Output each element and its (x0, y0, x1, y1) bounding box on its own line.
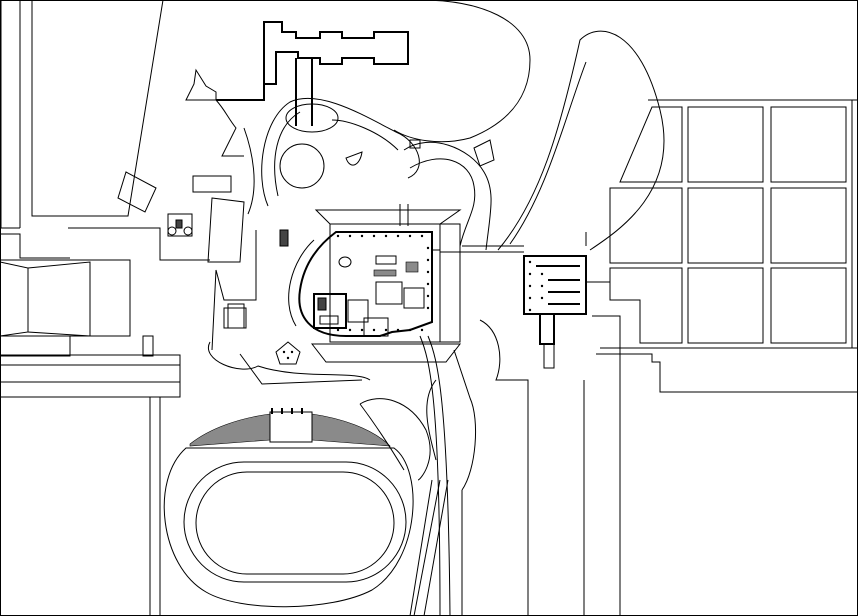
east-building-dots (528, 260, 544, 312)
west-machine (167, 213, 193, 237)
small-court (275, 341, 301, 365)
complex-grid-dots (336, 234, 430, 332)
east-field-grid (592, 99, 858, 616)
stadium-grandstand (189, 408, 391, 447)
main-complex (275, 209, 462, 616)
southern-roads (359, 380, 585, 616)
running-track (163, 447, 414, 608)
west-buildings (0, 171, 289, 357)
east-building (523, 255, 610, 369)
campus-road-network (207, 0, 665, 616)
north-building-wings (185, 21, 409, 157)
roundabout-loop (243, 97, 420, 215)
west-parcels (0, 0, 210, 616)
